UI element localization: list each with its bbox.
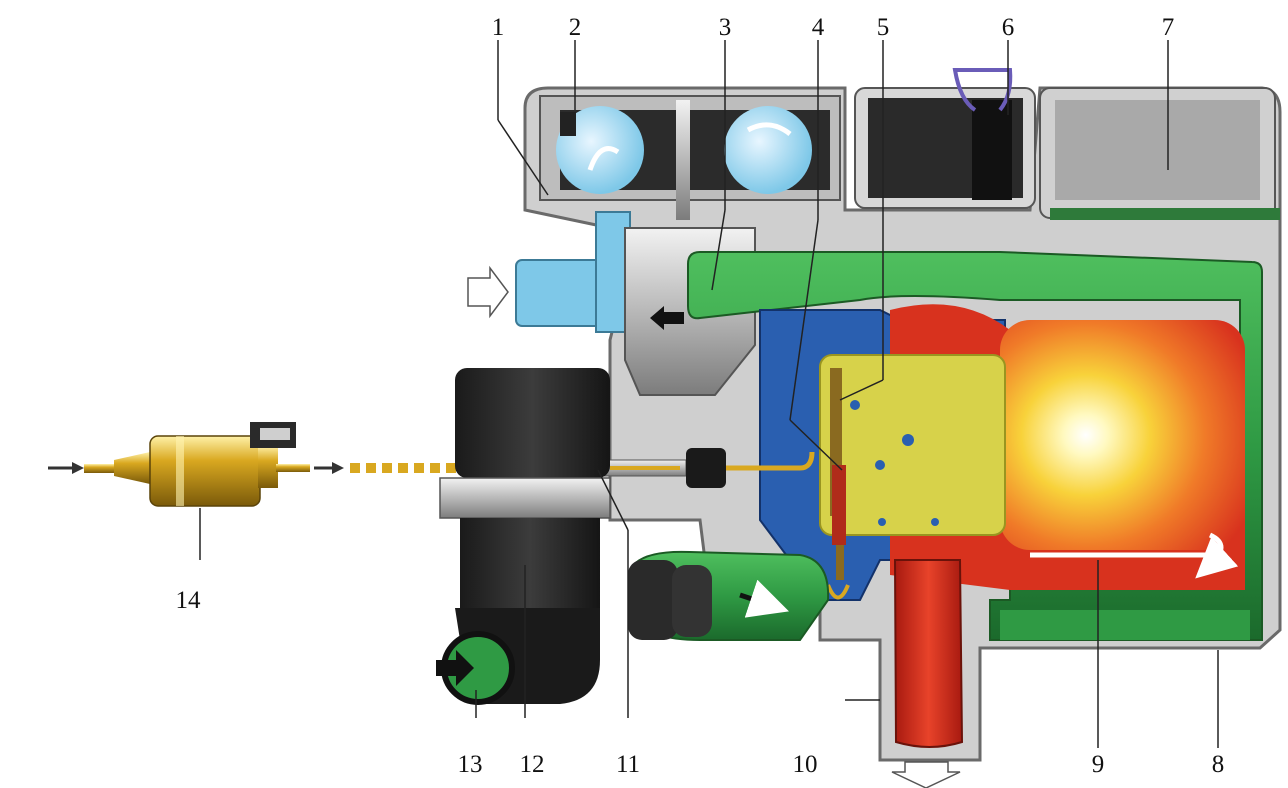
exhaust-outlet [891, 559, 964, 788]
callout-7: 7 [1161, 14, 1175, 41]
callout-13: 13 [457, 751, 483, 778]
glow-pin [826, 465, 850, 600]
blower-wheels [556, 100, 812, 220]
callout-6: 6 [1001, 14, 1015, 41]
callout-3: 3 [718, 14, 732, 41]
callout-5: 5 [876, 14, 890, 41]
fuel-feed-pipe [595, 448, 815, 488]
callout-10: 10 [792, 751, 818, 778]
motor-connector [952, 68, 1013, 200]
coolant-pump [436, 368, 611, 705]
combustion-air-inlet [467, 211, 631, 333]
callout-9: 9 [1091, 751, 1105, 778]
callout-8: 8 [1211, 751, 1225, 778]
callout-11: 11 [615, 751, 641, 778]
coolant-jacket [687, 251, 1263, 641]
fuel-pump [48, 422, 344, 507]
leader-lines [199, 40, 1219, 748]
callout-12: 12 [519, 751, 545, 778]
callout-4: 4 [811, 14, 825, 41]
heat-exchanger [819, 304, 1245, 590]
callout-2: 2 [568, 14, 582, 41]
callout-14: 14 [175, 587, 201, 614]
coolant-hose [628, 550, 830, 641]
callout-1: 1 [491, 14, 505, 41]
